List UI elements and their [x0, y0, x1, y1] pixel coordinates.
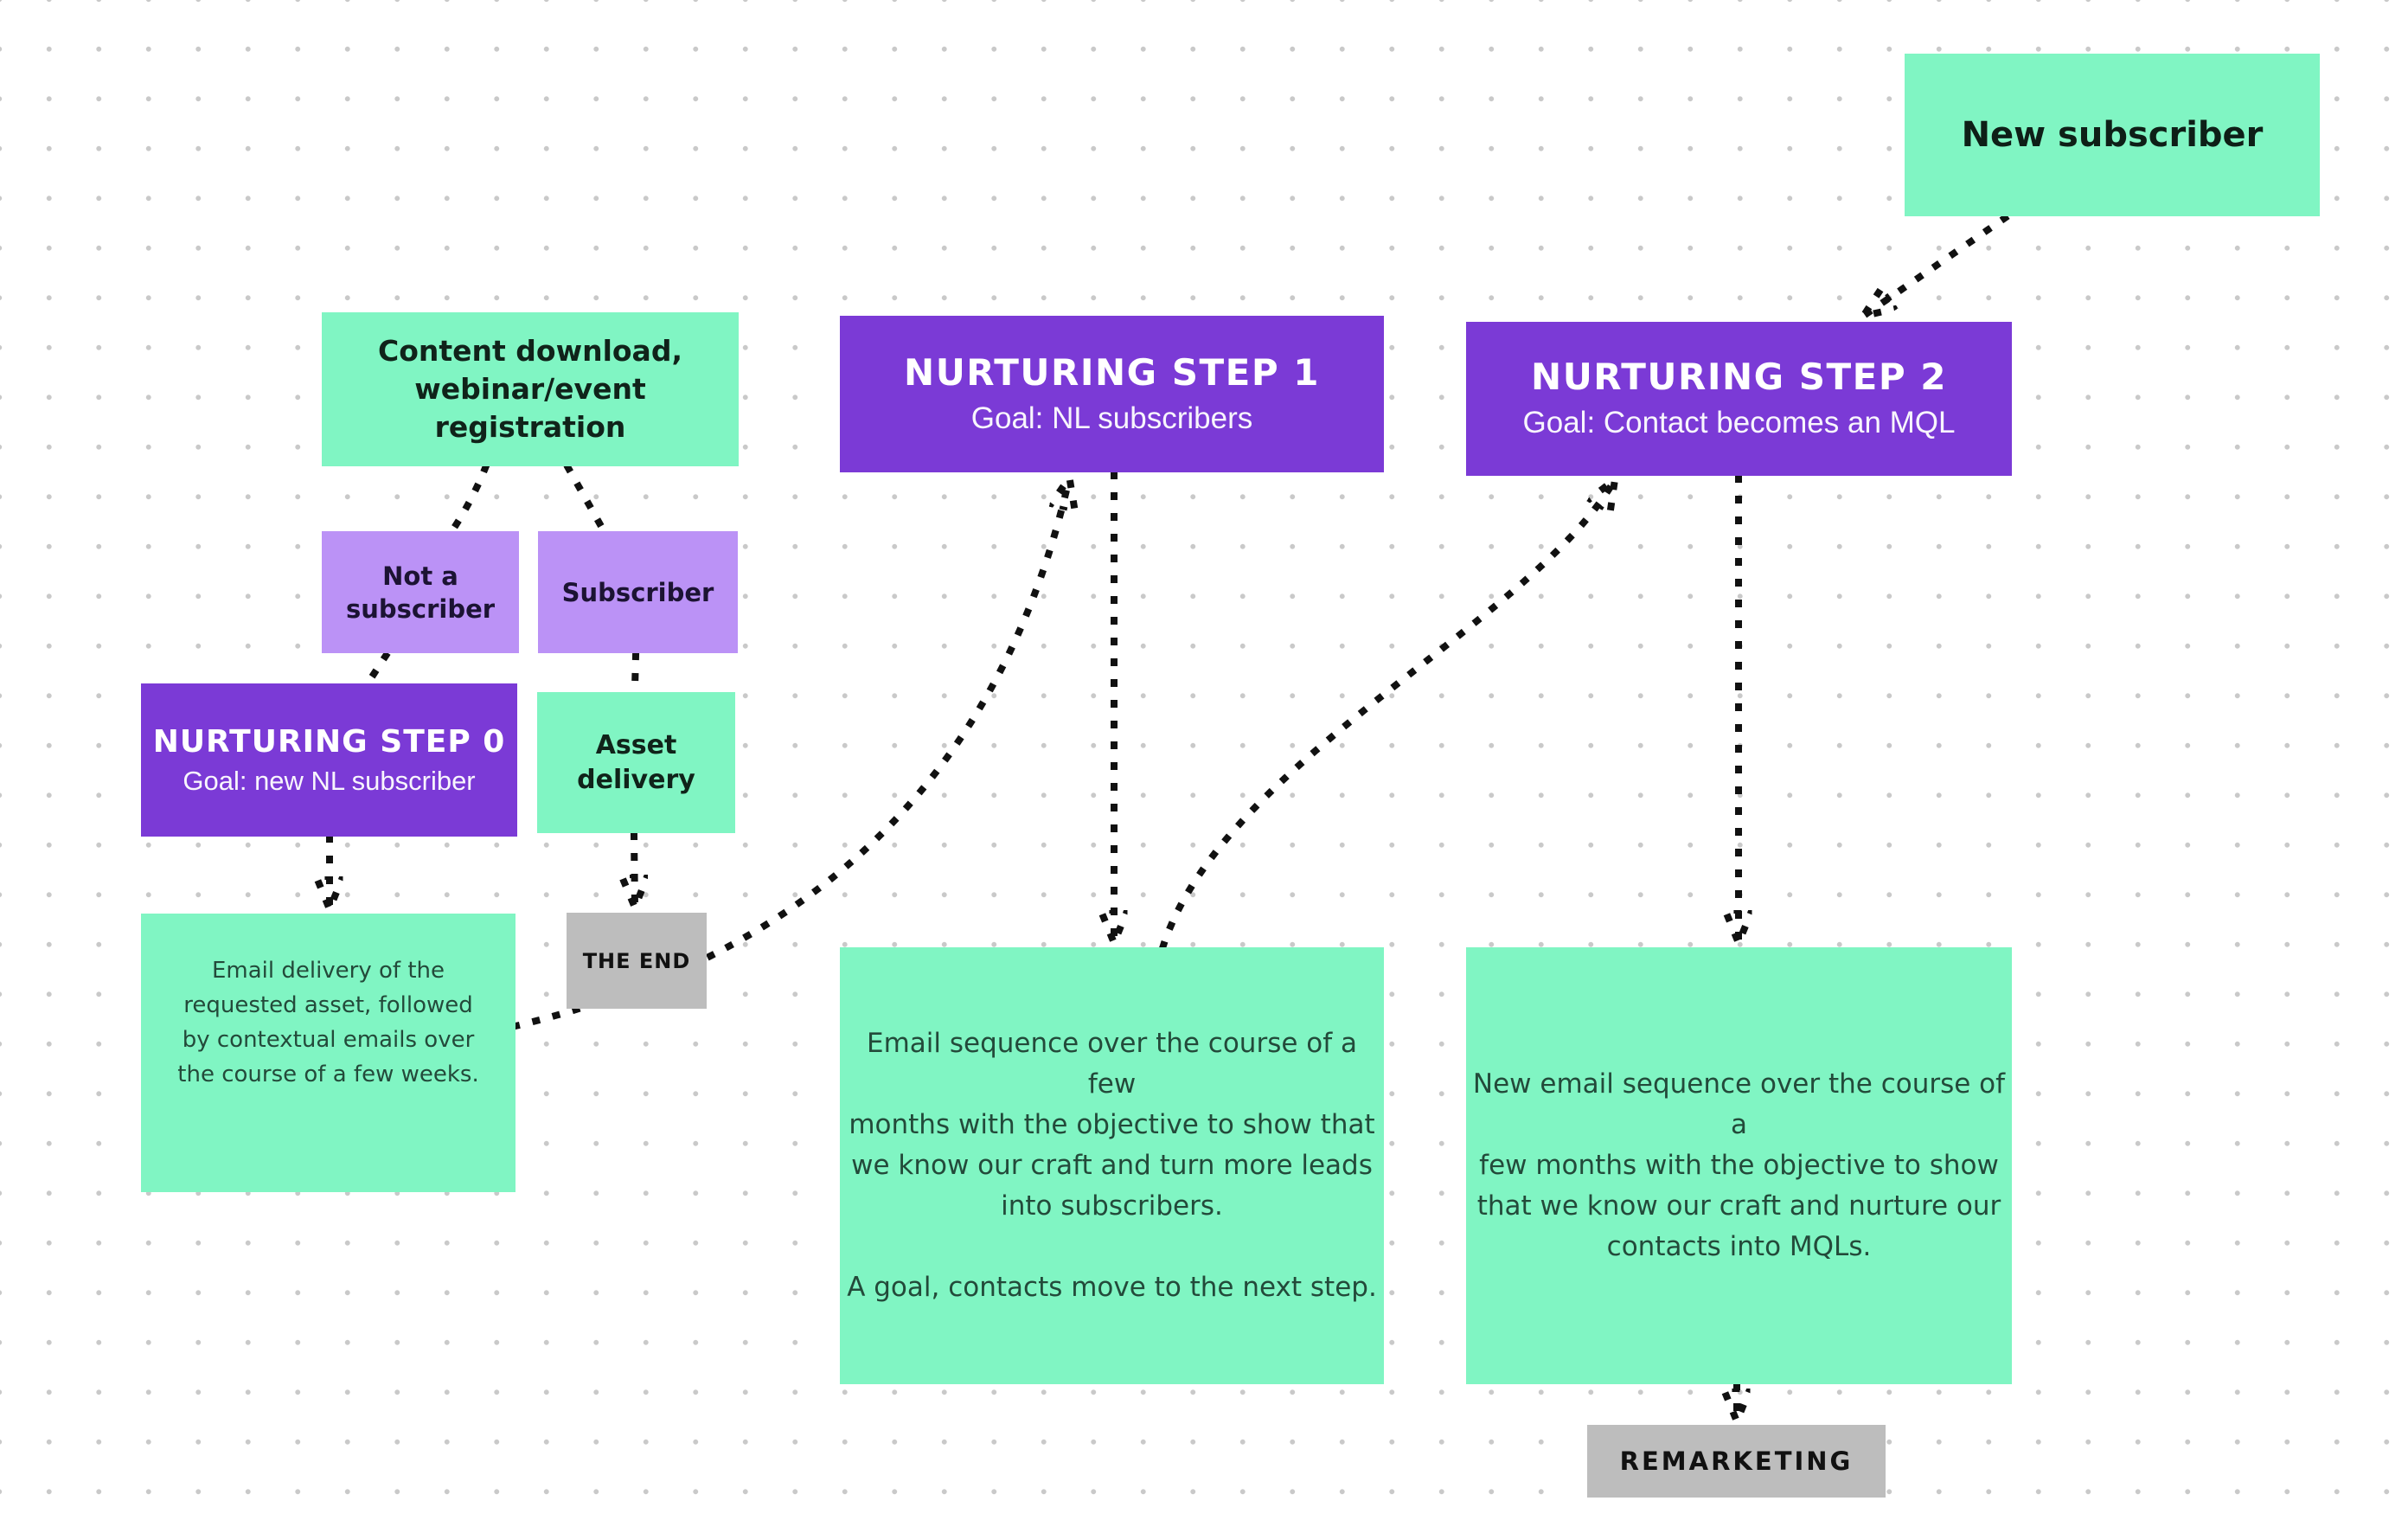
node-nurturing-step-1[interactable]: NURTURING STEP 1 Goal: NL subscribers — [840, 316, 1384, 472]
node-step2-sequence[interactable]: New email sequence over the course of a … — [1466, 947, 2012, 1384]
node-title: NURTURING STEP 2 — [1531, 356, 1947, 398]
node-text-line: Email delivery of the — [211, 958, 445, 984]
node-remarketing[interactable]: REMARKETING — [1587, 1425, 1886, 1498]
node-label-line: webinar/event — [414, 372, 646, 406]
node-nurturing-step-2[interactable]: NURTURING STEP 2 Goal: Contact becomes a… — [1466, 322, 2012, 476]
node-text-line: months with the objective to show that — [849, 1109, 1375, 1140]
arrow-subscriber-to-asset-delivery[interactable] — [631, 651, 640, 692]
node-content-trigger[interactable]: Content download, webinar/event registra… — [322, 312, 739, 466]
node-title: NURTURING STEP 1 — [904, 350, 1320, 394]
node-text-line: contacts into MQLs. — [1606, 1231, 1872, 1262]
node-step1-sequence[interactable]: Email sequence over the course of a few … — [840, 947, 1384, 1384]
node-step0-sequence[interactable]: Email delivery of the requested asset, f… — [141, 914, 516, 1192]
node-title: NURTURING STEP 0 — [152, 723, 506, 760]
arrow-step1-detail-to-step2[interactable] — [1158, 481, 1614, 951]
node-new-subscriber[interactable]: New subscriber — [1905, 54, 2320, 216]
node-label-line: Not a — [382, 561, 458, 591]
node-label-line: registration — [434, 410, 626, 444]
node-text-line: that we know our craft and nurture our — [1476, 1190, 2001, 1222]
node-label-line: subscriber — [345, 593, 496, 624]
node-text-line: few months with the objective to show — [1479, 1150, 1999, 1181]
node-text-line: Email sequence over the course of a few — [866, 1028, 1358, 1100]
arrow-new-subscriber-to-step2[interactable] — [1865, 213, 2010, 315]
node-text-line: by contextual emails over — [182, 1027, 475, 1053]
node-the-end[interactable]: THE END — [567, 913, 707, 1009]
node-label-line: delivery — [577, 764, 695, 795]
node-text-line: into subscribers. — [1001, 1190, 1223, 1222]
node-nurturing-step-0[interactable]: NURTURING STEP 0 Goal: new NL subscriber — [141, 683, 517, 837]
arrow-not-subscriber-to-step0[interactable] — [362, 651, 391, 689]
node-label: REMARKETING — [1619, 1446, 1854, 1476]
node-subscriber[interactable]: Subscriber — [538, 531, 738, 653]
node-text-line: requested asset, followed — [183, 992, 473, 1018]
arrow-trigger-to-subscriber[interactable] — [563, 463, 607, 533]
node-text-line: the course of a few weeks. — [177, 1062, 479, 1087]
node-asset-delivery[interactable]: Asset delivery — [537, 692, 735, 833]
node-text-line: we know our craft and turn more leads — [851, 1150, 1373, 1181]
node-text-line: A goal, contacts move to the next step. — [847, 1272, 1377, 1303]
node-subtitle: Goal: Contact becomes an MQL — [1522, 406, 1956, 439]
node-subtitle: Goal: new NL subscriber — [183, 765, 476, 796]
arrow-step0-detail-to-step1[interactable] — [511, 479, 1069, 1030]
node-text-line: New email sequence over the course of a — [1472, 1068, 2006, 1140]
arrow-asset-delivery-to-end[interactable] — [634, 831, 635, 906]
node-label-line: Asset — [595, 729, 677, 760]
node-not-a-subscriber[interactable]: Not a subscriber — [322, 531, 519, 653]
node-label-line: Content download, — [378, 334, 682, 368]
node-subtitle: Goal: NL subscribers — [970, 401, 1253, 435]
arrow-trigger-to-not-subscriber[interactable] — [449, 463, 490, 533]
node-label: Subscriber — [561, 577, 714, 607]
node-label: THE END — [582, 948, 691, 973]
node-label: New subscriber — [1961, 115, 2264, 155]
